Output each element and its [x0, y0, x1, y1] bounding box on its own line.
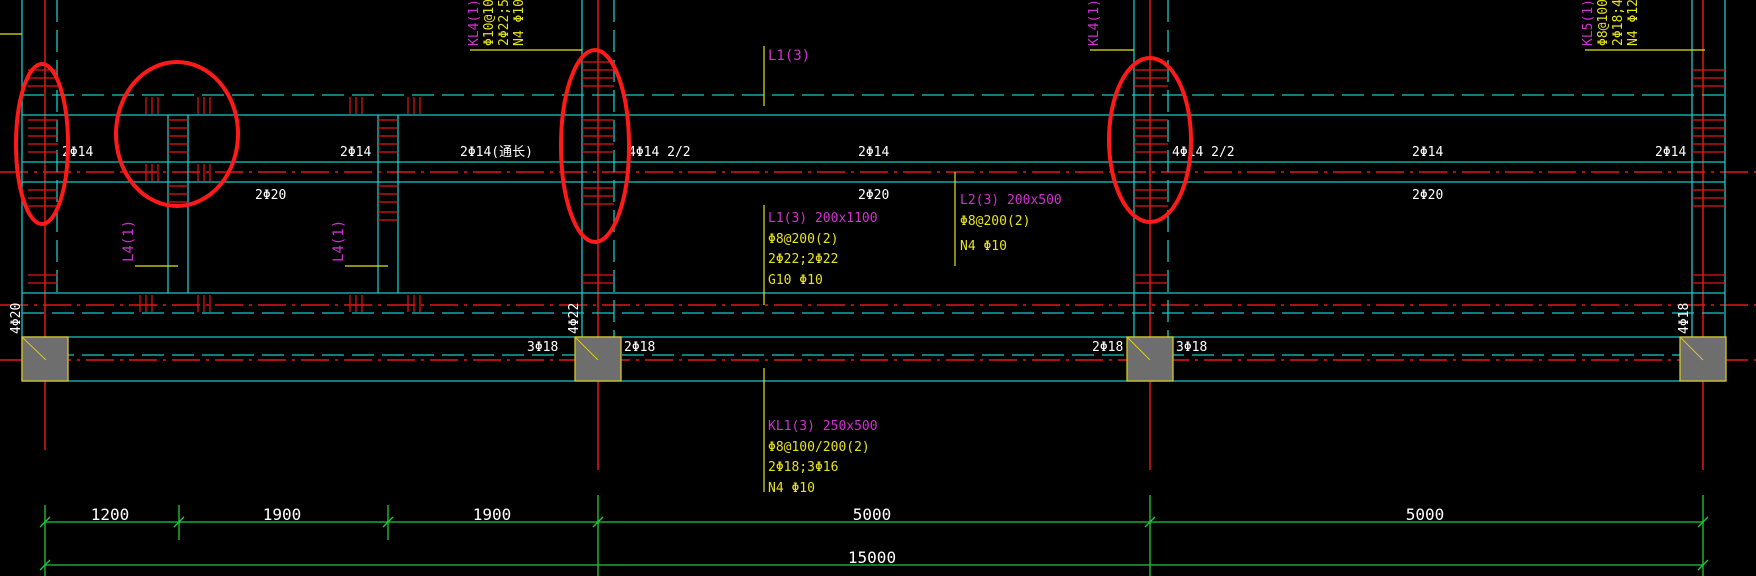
column-rebar-c1: 4Φ20	[9, 303, 24, 334]
label-kl4-right: KL4(1)	[1087, 0, 1102, 46]
l1-longitudinal: 2Φ22;2Φ22	[768, 252, 838, 267]
dimension-label-3: 1900	[473, 505, 512, 524]
kl4-left-stirrup: Φ10@10	[482, 0, 497, 46]
rebar-bottom-a: 2Φ20	[255, 188, 286, 203]
l1-side: G10 Φ10	[768, 273, 823, 288]
rebar-top-c: 2Φ14(通长)	[460, 145, 533, 160]
rebar-bottom-c: 2Φ20	[1412, 188, 1443, 203]
kl1-annotation: KL1(3) 250x500 Φ8@100/200(2) 2Φ18;3Φ16 N…	[768, 419, 878, 496]
annotation-circles	[14, 48, 1193, 244]
dimension-tick	[1697, 516, 1709, 528]
kl4-left-longitudinal: 2Φ22;5	[497, 0, 512, 46]
kl4-left-side: N4 Φ10	[512, 0, 527, 46]
annotation-circle-3	[559, 48, 631, 244]
dimension-tick	[1144, 516, 1156, 528]
dimension-tick	[382, 516, 394, 528]
rebar-top-e: 2Φ14	[858, 145, 889, 160]
rebar-top-f: 4Φ14 2/2	[1172, 145, 1235, 160]
l2-side: N4 Φ10	[960, 239, 1007, 254]
l1-stirrup: Φ8@200(2)	[768, 232, 838, 247]
beam-edges	[21, 0, 1726, 382]
column-rebar-c3: 4Φ18	[1677, 303, 1692, 334]
column-rebar-c2: 4Φ22	[567, 303, 582, 334]
leader-lines	[0, 33, 1705, 492]
dimension-labels: 1200 1900 1900 5000 5000 15000	[91, 505, 1445, 567]
kl1-stirrup: Φ8@100/200(2)	[768, 440, 870, 455]
columns	[21, 336, 1727, 382]
l1-name: L1(3) 200x1100	[768, 211, 878, 226]
stirrup-group-vertical	[139, 97, 421, 312]
kl1-rebar-d: 3Φ18	[1176, 340, 1207, 355]
kl1-rebar-c: 2Φ18	[1092, 340, 1123, 355]
top-labels: KL4(1) Φ10@10 2Φ22;5 N4 Φ10 KL4(1) KL5(1…	[467, 0, 1641, 64]
kl5-longitudinal: 2Φ18;4	[1611, 0, 1626, 46]
dimension-tick	[1697, 559, 1709, 571]
kl5-name: KL5(1)	[1581, 0, 1596, 46]
kl1-name: KL1(3) 250x500	[768, 419, 878, 434]
rebar-top-b: 2Φ14	[340, 145, 371, 160]
label-kl5: KL5(1) Φ8@100 2Φ18;4 N4 Φ12	[1581, 0, 1641, 46]
dimension-label-5: 5000	[1406, 505, 1445, 524]
kl1-rebar-a: 3Φ18	[527, 340, 558, 355]
dimension-lines	[39, 495, 1709, 576]
kl4-left-name: KL4(1)	[467, 0, 482, 46]
dimension-label-1: 1200	[91, 505, 130, 524]
annotation-circle-1	[14, 62, 70, 226]
l2-annotation: L2(3) 200x500 Φ8@200(2) N4 Φ10	[960, 193, 1062, 254]
label-kl4-left: KL4(1) Φ10@10 2Φ22;5 N4 Φ10	[467, 0, 527, 46]
kl1-longitudinal: 2Φ18;3Φ16	[768, 460, 838, 475]
column-1-hatch	[21, 336, 47, 361]
rebar-top-labels: 2Φ14 2Φ14 2Φ14(通长) 4Φ14 2/2 2Φ14 4Φ14 2/…	[62, 145, 1686, 355]
l1-annotation: L1(3) 200x1100 Φ8@200(2) 2Φ22;2Φ22 G10 Φ…	[768, 211, 878, 288]
dimension-tick	[592, 516, 604, 528]
l2-name: L2(3) 200x500	[960, 193, 1062, 208]
dimension-tick	[39, 559, 51, 571]
l4-right-label: L4(1)	[331, 220, 347, 262]
kl5-side: N4 Φ12	[1626, 0, 1641, 46]
kl1-side: N4 Φ10	[768, 481, 815, 496]
kl1-rebar-b: 2Φ18	[624, 340, 655, 355]
column-2-hatch	[574, 336, 599, 361]
stirrup-marks	[28, 61, 1725, 312]
rebar-bottom-b: 2Φ20	[858, 188, 889, 203]
l2-stirrup: Φ8@200(2)	[960, 214, 1030, 229]
column-4-hatch	[1679, 336, 1704, 361]
dimension-label-total: 15000	[848, 548, 896, 567]
rebar-top-d: 4Φ14 2/2	[628, 145, 691, 160]
stirrup-group-l4-left	[168, 119, 188, 203]
stirrup-group-col2	[582, 61, 614, 284]
stirrup-group-col1	[28, 69, 58, 284]
dimension-label-2: 1900	[263, 505, 302, 524]
dimension-tick	[173, 516, 185, 528]
l1-top-label: L1(3)	[768, 48, 810, 64]
stirrup-group-col4	[1692, 69, 1725, 284]
stirrup-group-l4-right	[378, 119, 398, 221]
l4-left-label: L4(1)	[121, 220, 137, 262]
kl4-right-name: KL4(1)	[1087, 0, 1102, 46]
dimension-tick	[39, 516, 51, 528]
annotation-circle-4	[1107, 56, 1193, 224]
l4-labels: L4(1) L4(1)	[121, 220, 347, 262]
rebar-top-h: 2Φ14	[1655, 145, 1686, 160]
kl5-stirrup: Φ8@100	[1596, 0, 1611, 46]
stirrup-group-col3	[1134, 69, 1168, 284]
column-rebar-labels: 4Φ20 4Φ22 4Φ18	[9, 303, 1692, 334]
rebar-top-g: 2Φ14	[1412, 145, 1443, 160]
dimension-label-4: 5000	[853, 505, 892, 524]
annotation-circle-2	[114, 60, 240, 208]
column-3-hatch	[1126, 336, 1151, 361]
